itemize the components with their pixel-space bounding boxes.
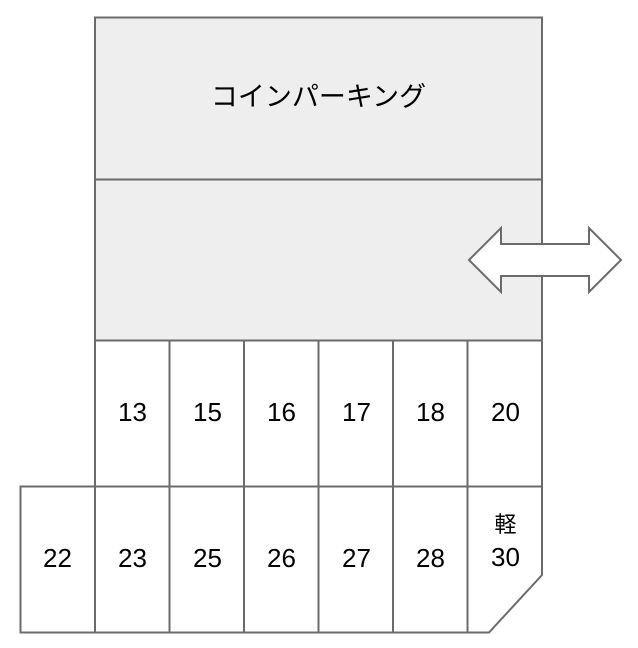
- parking-slot-18: [392, 339, 469, 488]
- parking-slot-28: [392, 485, 469, 634]
- parking-slot-16: [243, 339, 320, 488]
- parking-slot-25: [168, 485, 245, 634]
- parking-slot-26: [243, 485, 320, 634]
- parking-slot-23: [94, 485, 171, 634]
- parking-slot-27: [317, 485, 394, 634]
- parking-slot-17: [317, 339, 394, 488]
- parking-slot-13: [94, 339, 171, 488]
- parking-slot-20: [466, 339, 543, 488]
- parking-slot-30-kei: [466, 485, 543, 634]
- parking-slot-22: [19, 485, 96, 634]
- double-arrow-icon: [467, 225, 623, 295]
- parking-slot-15: [168, 339, 245, 488]
- driveway-area: [94, 178, 543, 342]
- coin-parking-area: [94, 16, 543, 181]
- slot-row-1: [94, 339, 543, 488]
- slot-row-2: [19, 485, 543, 634]
